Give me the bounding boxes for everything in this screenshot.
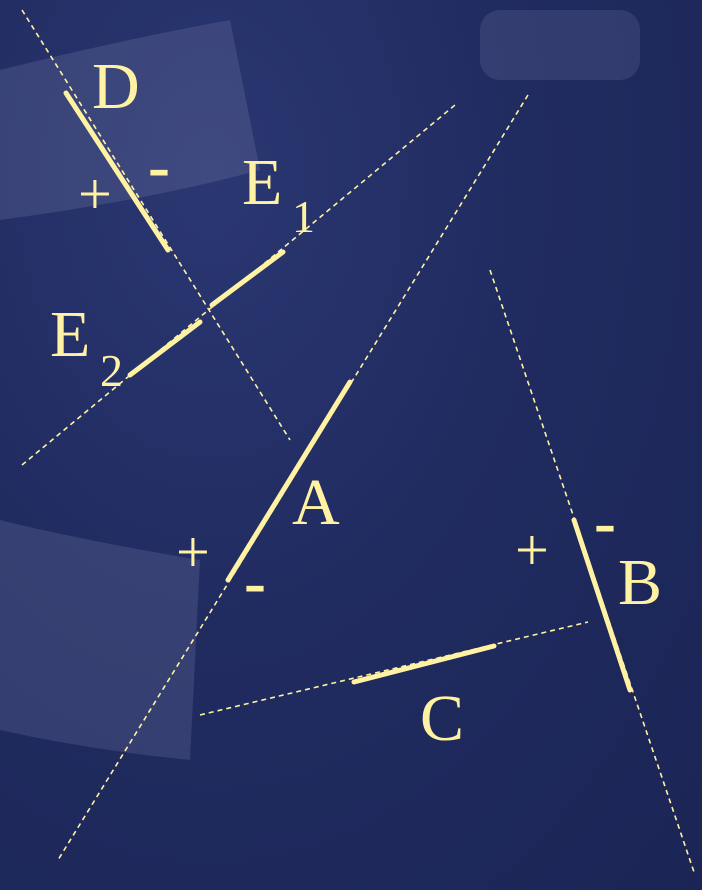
minus-sign-b: - — [594, 486, 616, 559]
label-c: C — [420, 682, 464, 755]
segment-e1 — [212, 252, 283, 305]
minus-sign-a: - — [244, 546, 266, 619]
label-b: B — [618, 546, 662, 619]
plus-sign-d: + — [78, 161, 112, 227]
plus-sign-a: + — [176, 519, 210, 585]
segment-e2 — [130, 322, 200, 375]
minus-sign-d: - — [148, 130, 170, 203]
dashed-line-c — [200, 622, 588, 715]
label-d: D — [92, 50, 140, 123]
segment-c — [354, 646, 494, 682]
plus-sign-b: + — [515, 517, 549, 583]
label-a: A — [292, 466, 340, 539]
label-e1-subscript: 1 — [292, 191, 315, 242]
label-e1: E — [242, 146, 282, 219]
label-e2: E — [50, 298, 90, 371]
label-e2-subscript: 2 — [100, 345, 123, 396]
